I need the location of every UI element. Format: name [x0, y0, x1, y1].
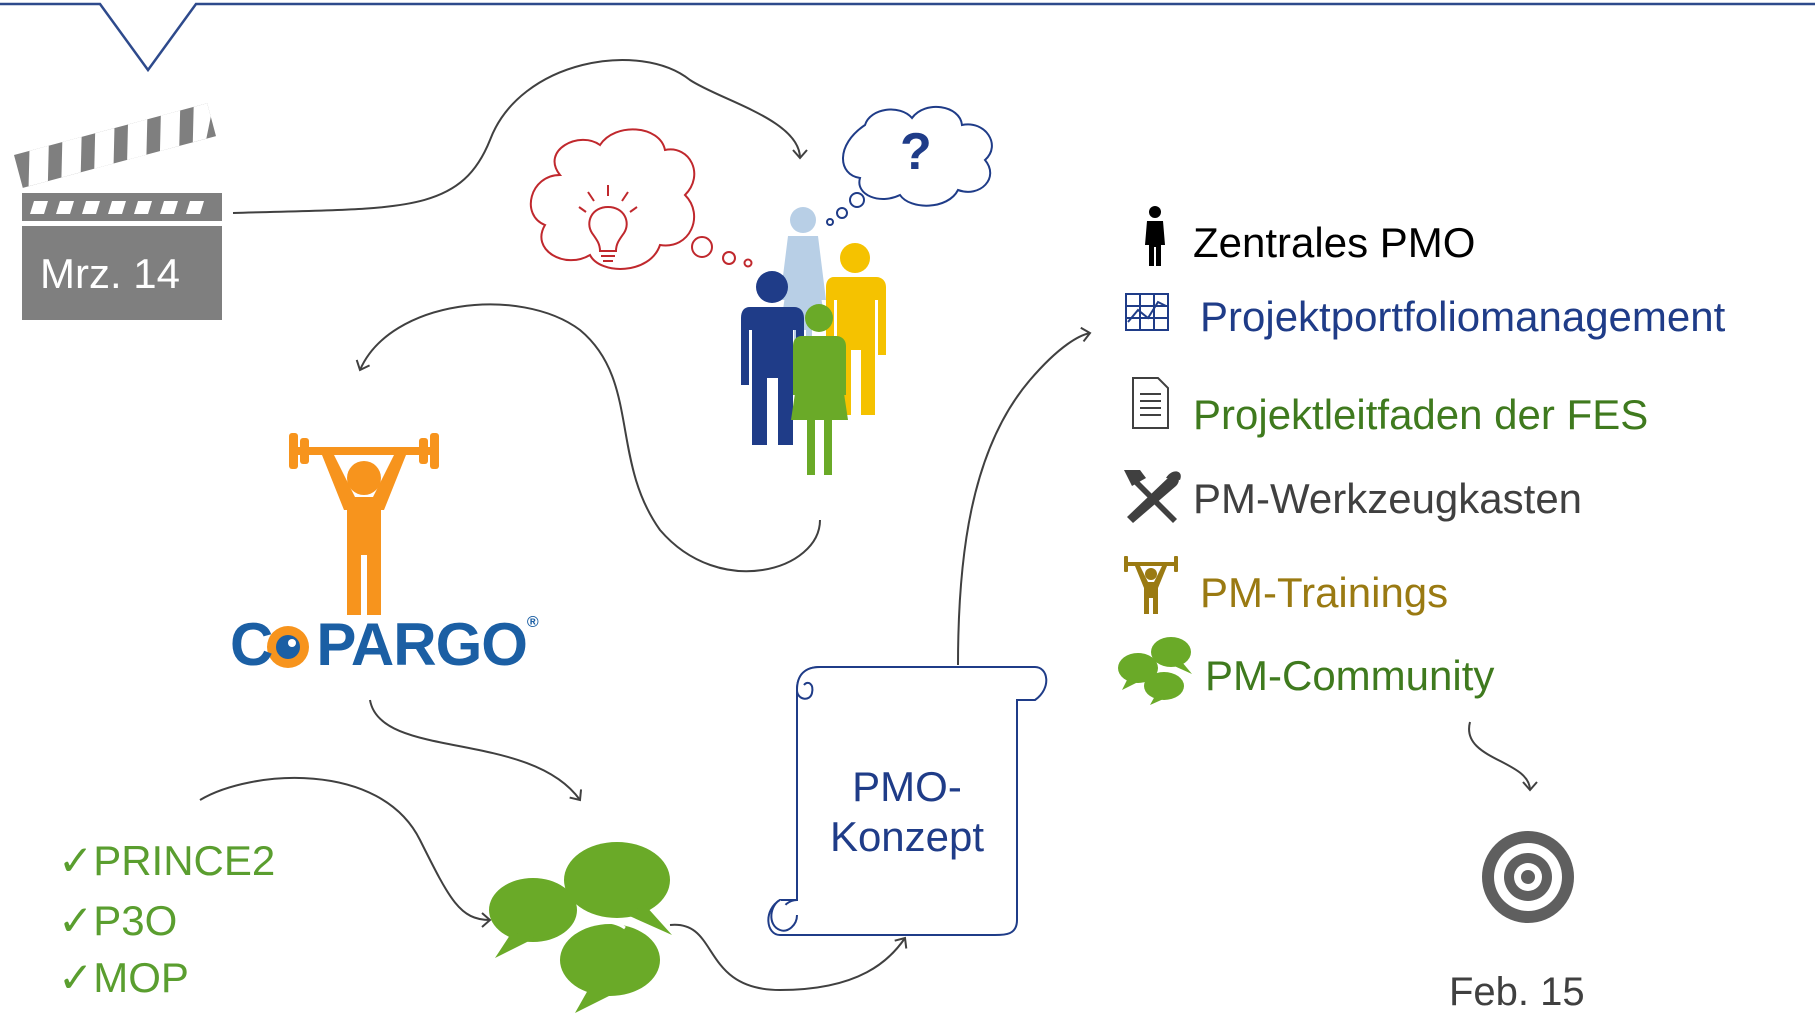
arrow-methods-to-discussion [199, 777, 492, 928]
result-item-zentrales-pmo: Zentrales PMO [1193, 219, 1476, 266]
discussion-bubbles-icon [489, 842, 672, 1013]
tools-icon [1124, 470, 1181, 523]
copargo-logo: C PARGO® [230, 614, 539, 675]
result-item-projektportfoliomanagement: Projektportfoliomanagement [1200, 293, 1726, 340]
copargo-eye-icon [267, 626, 309, 668]
method-item-prince2: ✓PRINCE2 [58, 840, 275, 882]
idea-cloud-icon [529, 128, 753, 270]
result-item-trainings: PM-Trainings [1200, 569, 1449, 616]
target-icon [1482, 831, 1574, 923]
question-cloud-icon [826, 105, 993, 226]
check-icon: ✓ [58, 897, 94, 944]
concept-label: PMO- Konzept [797, 762, 1017, 863]
goal-date-label: Feb. 15 [1449, 970, 1585, 1014]
copargo-logo-c: C [230, 611, 273, 678]
method-item-p3o: ✓P3O [58, 900, 177, 942]
question-mark: ? [900, 123, 932, 181]
copargo-registered: ® [526, 614, 539, 631]
arrow-results-to-goal [1468, 721, 1538, 792]
clapperboard-icon [14, 103, 222, 320]
arrow-concept-to-results [957, 326, 1092, 666]
start-date-label: Mrz. 14 [40, 250, 181, 297]
method-label: PRINCE2 [93, 837, 276, 884]
arrow-discussion-to-concept [669, 923, 908, 992]
check-icon: ✓ [58, 837, 94, 884]
method-label: P3O [93, 897, 178, 944]
weightlifter-icon [289, 433, 439, 615]
concept-label-line2: Konzept [829, 813, 985, 861]
arrow-team-to-copargo [355, 303, 821, 573]
weightlifter-small-icon [1124, 556, 1178, 614]
chart-icon [1125, 293, 1169, 331]
arrow-start-to-team [232, 59, 808, 214]
check-icon: ✓ [58, 954, 94, 1001]
concept-label-line1: PMO- [852, 763, 962, 810]
scroll-document-icon [767, 666, 1048, 936]
chat-bubbles-small-icon [1118, 637, 1192, 705]
copargo-logo-rest: PARGO [316, 611, 528, 678]
result-item-projektleitfaden: Projektleitfaden der FES [1193, 391, 1649, 438]
method-label: MOP [93, 954, 189, 1001]
method-item-mop: ✓MOP [58, 957, 189, 999]
team-people-icon [741, 207, 886, 475]
top-frame-line [0, 2, 1815, 73]
result-item-werkzeugkasten: PM-Werkzeugkasten [1193, 475, 1583, 522]
result-item-community: PM-Community [1205, 652, 1495, 699]
document-icon [1132, 377, 1169, 429]
lightbulb-icon [578, 185, 638, 262]
person-icon [1145, 206, 1165, 266]
arrow-copargo-to-discussion [369, 699, 583, 802]
